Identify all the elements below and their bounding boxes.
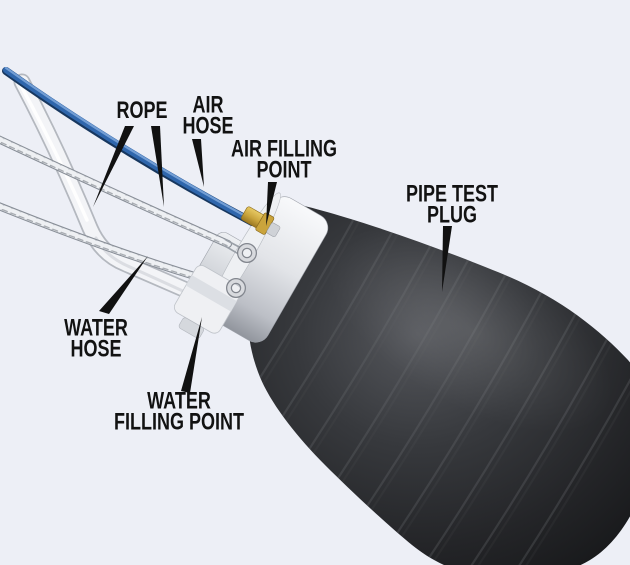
label-air-filling-point: AIR FILLING POINT xyxy=(231,135,337,183)
shackle-ring-1 xyxy=(237,243,257,263)
label-water-filling-point: WATER FILLING POINT xyxy=(114,387,244,435)
label-rope: ROPE xyxy=(116,96,168,124)
rope-1 xyxy=(0,135,244,257)
air-filling-fitting xyxy=(241,206,281,238)
leader-pipe-test-plug xyxy=(442,226,452,292)
leader-rope-2 xyxy=(151,126,164,207)
water-filling-fitting xyxy=(174,265,242,339)
leader-rope-1 xyxy=(93,126,134,207)
shackle-ring-2 xyxy=(226,278,246,298)
label-air-hose: AIR HOSE xyxy=(182,91,234,139)
label-water-hose: WATER HOSE xyxy=(64,314,128,362)
leader-air-filling-point xyxy=(266,182,277,226)
leader-air-hose xyxy=(192,139,204,187)
leader-water-filling-point xyxy=(181,317,202,393)
label-pipe-test-plug: PIPE TEST PLUG xyxy=(405,180,499,228)
leader-water-hose xyxy=(99,256,148,314)
plug-highlight xyxy=(326,226,614,434)
